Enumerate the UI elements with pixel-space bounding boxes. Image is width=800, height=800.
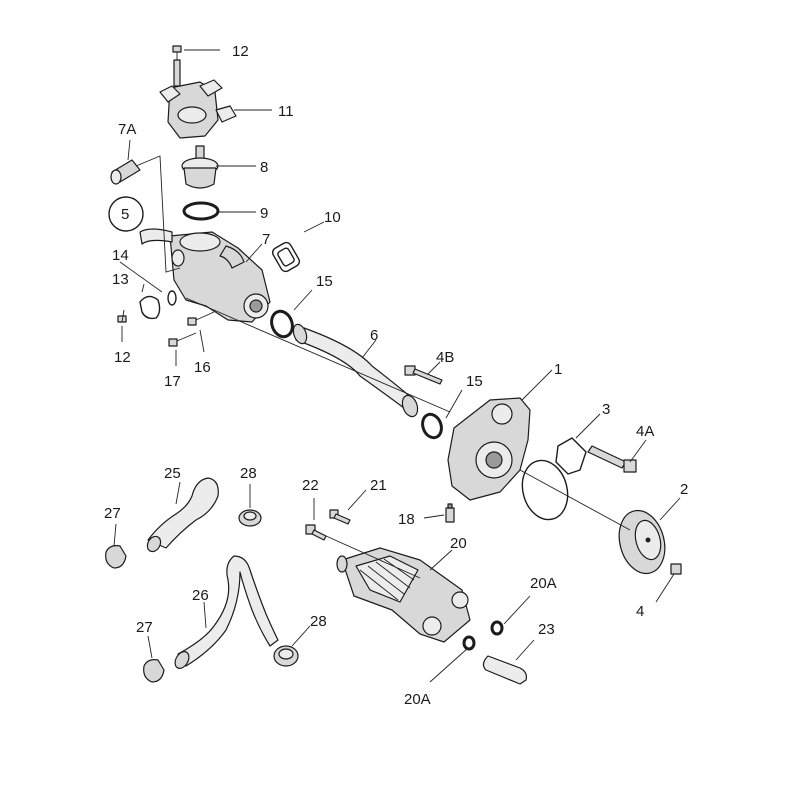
pipe-connector-7a [110, 159, 141, 185]
bolt-4a [587, 445, 637, 473]
hose-26 [174, 555, 279, 669]
thermostat-8 [181, 145, 219, 189]
callouts: 12 11 7A 8 9 5 10 7 14 13 15 6 12 16 17 … [104, 43, 688, 708]
clamp-27-upper [105, 545, 127, 569]
seal-20a-upper [490, 620, 504, 636]
callout-6: 6 [370, 327, 378, 344]
bolt-4 [670, 563, 682, 575]
o-ring-13 [139, 295, 161, 320]
callout-15-upper: 15 [316, 273, 333, 290]
callout-27-upper: 27 [104, 505, 121, 522]
callout-22: 22 [302, 477, 319, 494]
pulley-2 [618, 509, 666, 575]
callout-circle-5 [108, 196, 144, 232]
bolt-4b [404, 365, 443, 385]
hose-23 [482, 655, 527, 685]
callout-13: 13 [112, 271, 129, 288]
leader-lines [113, 49, 681, 683]
callout-25: 25 [164, 465, 181, 482]
coolant-pipe-6 [292, 323, 419, 418]
callout-21: 21 [370, 477, 387, 494]
water-pump-1 [447, 397, 531, 501]
callout-12-left: 12 [114, 349, 131, 366]
thermostat-outlet-housing-11 [159, 59, 237, 139]
o-ring-15-upper [270, 309, 294, 339]
callout-7: 7 [262, 231, 270, 248]
callout-20a-upper: 20A [530, 575, 557, 592]
callout-23: 23 [538, 621, 555, 638]
callout-4a: 4A [636, 423, 654, 440]
seal-ring-9 [182, 201, 220, 221]
clamp-28-upper [238, 509, 262, 527]
callout-26: 26 [192, 587, 209, 604]
callout-18: 18 [398, 511, 415, 528]
clamp-27-lower [143, 659, 165, 683]
bolt-12-left [117, 309, 127, 323]
callout-15-lower: 15 [466, 373, 483, 390]
callout-17: 17 [164, 373, 181, 390]
callout-1: 1 [554, 361, 562, 378]
bolt-22 [305, 524, 327, 541]
o-ring-15-lower [421, 412, 443, 440]
hose-25 [146, 477, 219, 553]
callout-9: 9 [260, 205, 268, 222]
pump-seal-ring [521, 459, 569, 521]
callout-14: 14 [112, 247, 129, 264]
thermostat-housing-7 [139, 228, 271, 323]
callout-28-upper: 28 [240, 465, 257, 482]
callout-4b: 4B [436, 349, 454, 366]
bolt-21 [329, 509, 351, 525]
callout-3: 3 [602, 401, 610, 418]
callout-28-lower: 28 [310, 613, 327, 630]
sensor-18 [445, 503, 455, 523]
callout-11: 11 [278, 103, 294, 120]
callout-7a: 7A [118, 121, 136, 138]
gasket-3 [555, 437, 587, 475]
ring-14 [167, 290, 177, 306]
oil-cooler-20 [336, 547, 471, 643]
callout-8: 8 [260, 159, 268, 176]
clamp-28-lower [273, 645, 299, 667]
callout-12-top: 12 [232, 43, 249, 60]
callout-16: 16 [194, 359, 211, 376]
bolt-16 [187, 311, 215, 326]
gasket-10 [271, 241, 301, 273]
callout-4: 4 [636, 603, 644, 620]
callout-20a-lower: 20A [404, 691, 431, 708]
callout-10: 10 [324, 209, 341, 226]
callout-5: 5 [121, 206, 129, 223]
seal-20a-lower [462, 635, 476, 651]
callout-2: 2 [680, 481, 688, 498]
bolt-17 [168, 332, 197, 347]
callout-27-lower: 27 [136, 619, 153, 636]
callout-20: 20 [450, 535, 467, 552]
